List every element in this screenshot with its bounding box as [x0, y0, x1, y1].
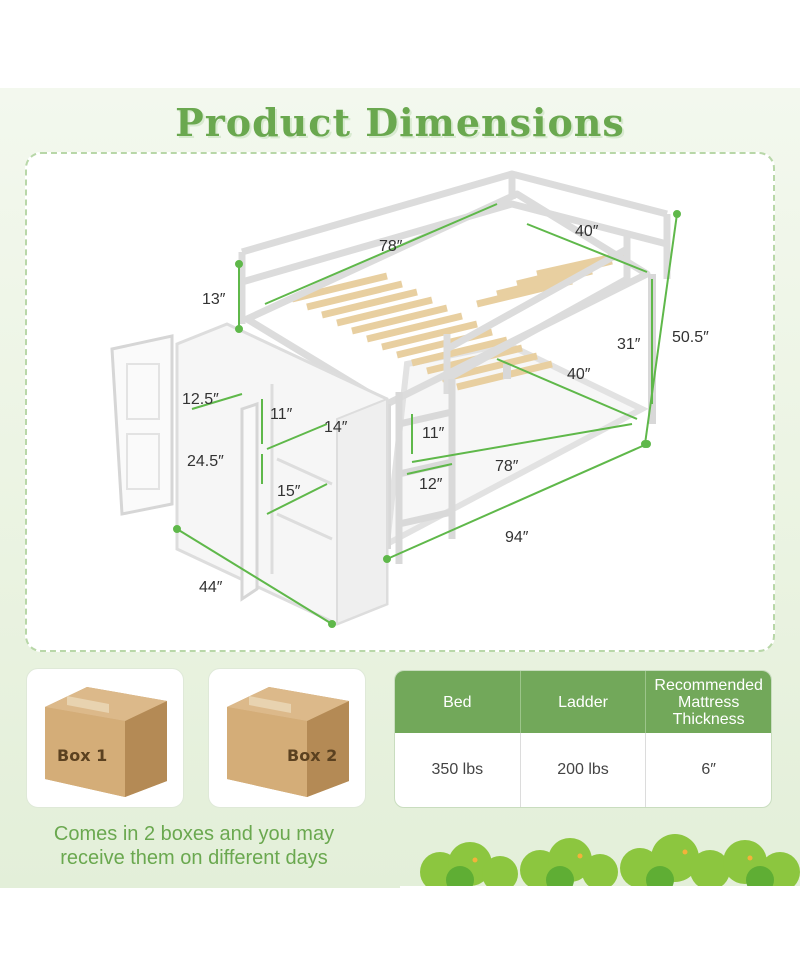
dimension-lines: [173, 203, 681, 628]
caption-line-2: receive them on different days: [60, 847, 328, 869]
box-2-card: Box 2: [208, 668, 366, 808]
dim-shelf-height-upper: 11″: [270, 406, 293, 423]
table-row: 350 lbs 200 lbs 6″: [395, 733, 771, 807]
box-1-card: Box 1: [26, 668, 184, 808]
dim-guard-height: 13″: [202, 291, 226, 308]
dim-cabinet-height: 24.5″: [187, 453, 224, 470]
dim-total-height: 50.5″: [672, 329, 709, 346]
ladder: [395, 379, 456, 564]
header-ladder: Ladder: [521, 671, 647, 733]
cardboard-box-icon: Box 2: [227, 687, 349, 797]
dim-bottom-clearance: 31″: [617, 336, 641, 353]
dim-shelf-width: 12.5″: [182, 391, 219, 408]
dim-bottom-length: 78″: [495, 458, 519, 475]
table-header-row: Bed Ladder Recommended Mattress Thicknes…: [395, 671, 771, 733]
bed-illustration: 78″ 40″ 13″ 50.5″ 31″ 40″ 78″ 94″ 44″ 12…: [110, 170, 709, 628]
shipping-caption: Comes in 2 boxes and you may receive the…: [14, 822, 374, 870]
dim-total-length: 94″: [505, 529, 529, 546]
storage-cabinet: [110, 322, 389, 626]
dim-shelf-depth: 14″: [324, 419, 348, 436]
header-bed: Bed: [395, 671, 521, 733]
dim-ladder-step: 11″: [422, 425, 445, 442]
dimension-diagram: 78″ 40″ 13″ 50.5″ 31″ 40″ 78″ 94″ 44″ 12…: [25, 152, 775, 652]
page-title: Product Dimensions: [175, 100, 625, 145]
caption-line-1: Comes in 2 boxes and you may: [53, 823, 335, 845]
value-ladder: 200 lbs: [521, 733, 647, 807]
dim-cabinet-depth: 44″: [199, 579, 223, 596]
value-mattress-thickness: 6″: [701, 761, 716, 778]
dim-ladder-width: 12″: [419, 476, 443, 493]
header-mattress-thickness: Recommended Mattress Thickness: [654, 676, 763, 728]
box-2-label: Box 2: [287, 746, 337, 765]
box-1-label: Box 1: [57, 746, 107, 765]
dim-shelf-height-lower: 15″: [277, 483, 301, 500]
weight-capacity-table: Bed Ladder Recommended Mattress Thicknes…: [394, 670, 772, 808]
dim-top-length: 78″: [379, 238, 403, 255]
value-bed: 350 lbs: [395, 733, 521, 807]
cardboard-box-icon: Box 1: [45, 687, 167, 797]
dim-bottom-width: 40″: [567, 366, 591, 383]
dim-top-width: 40″: [575, 223, 599, 240]
bushes-decoration: [400, 834, 800, 890]
